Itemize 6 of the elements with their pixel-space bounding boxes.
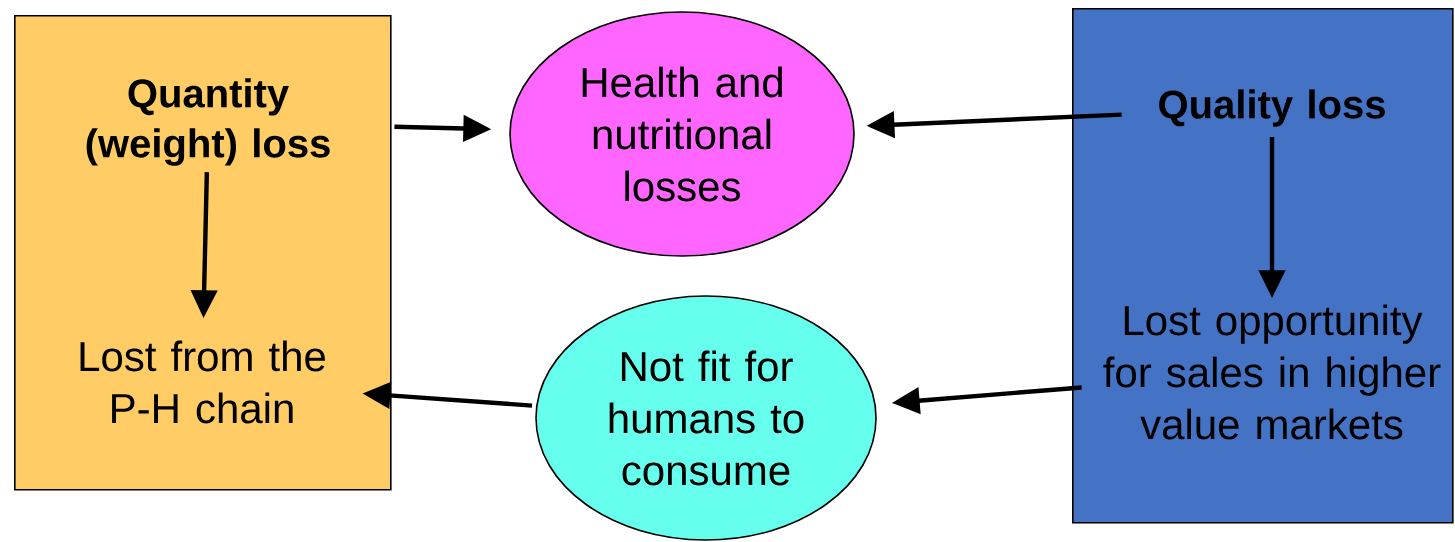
heading-text: Quality loss xyxy=(1159,89,1385,127)
panel-box xyxy=(14,15,392,491)
panel-box xyxy=(1072,8,1454,524)
heading-text: Quantity (weight) loss xyxy=(86,78,330,166)
body-text: Lost opportunity for sales in higher value markets xyxy=(1103,304,1441,440)
body-text: Lost from the P-H chain xyxy=(80,340,325,424)
